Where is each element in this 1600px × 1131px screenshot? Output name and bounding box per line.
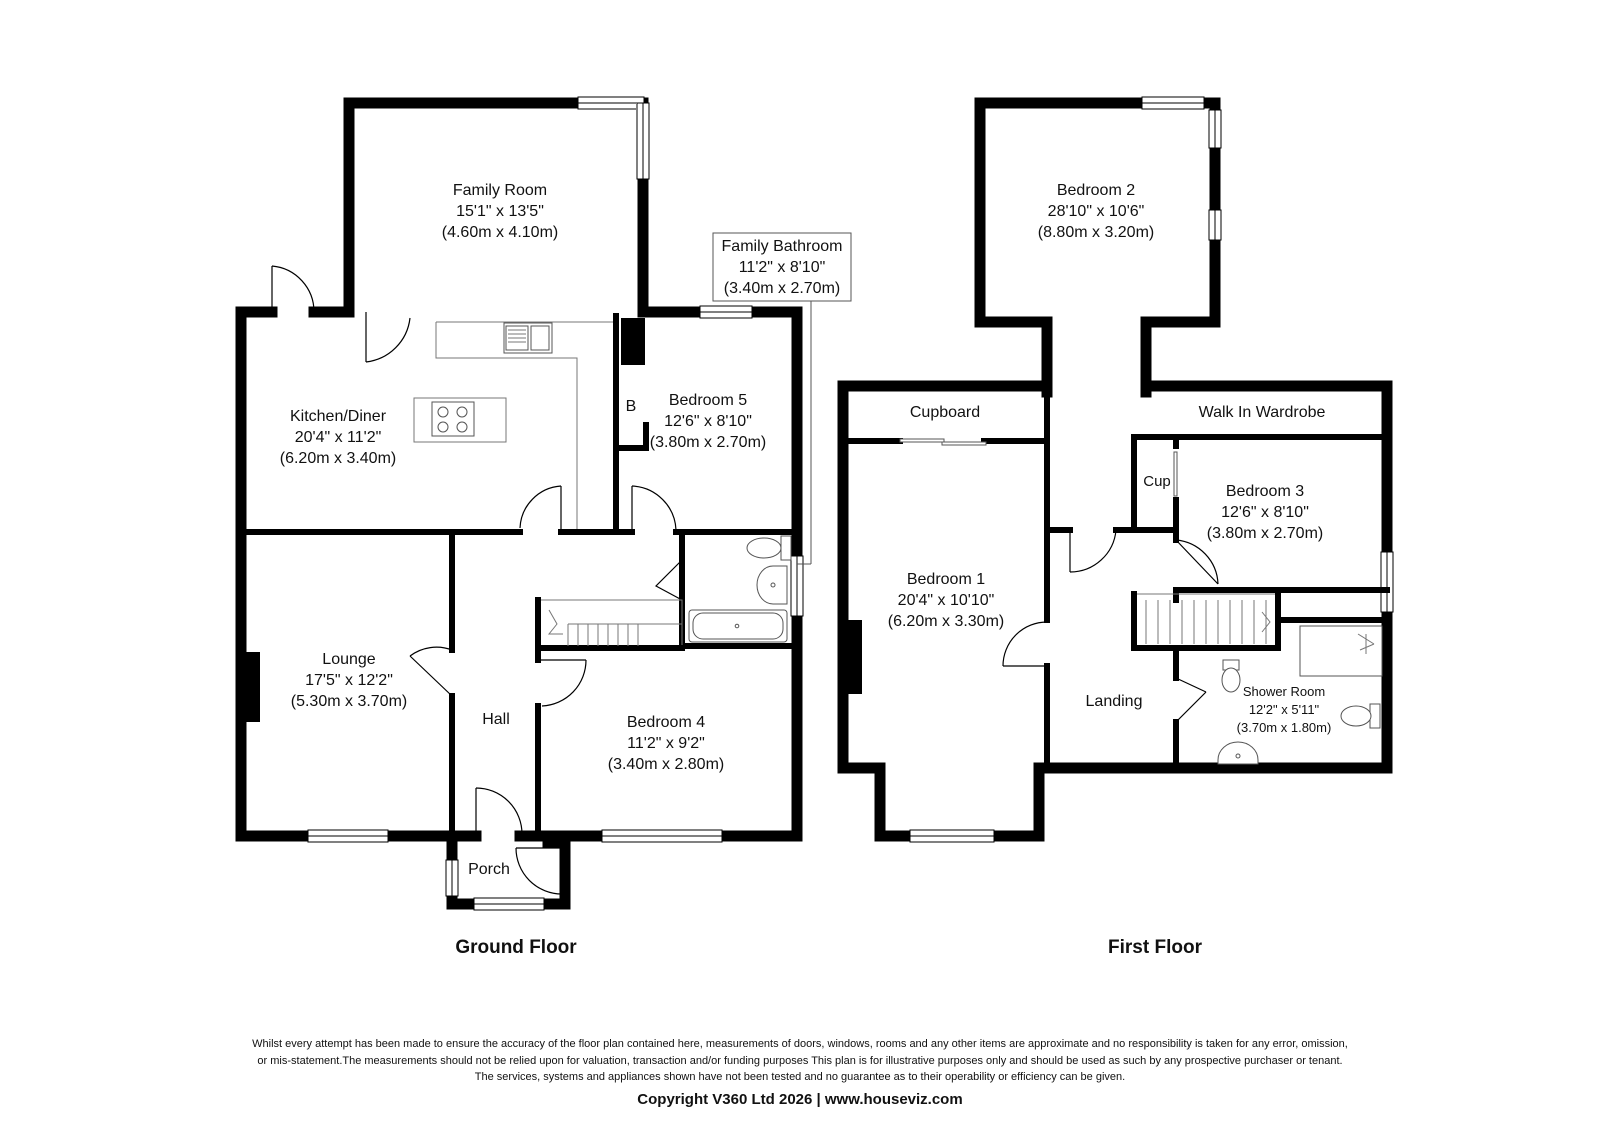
bedroom2-label: Bedroom 2 [1057, 182, 1135, 199]
kitchen-imperial: 20'4" x 11'2" [295, 429, 382, 446]
bedroom1-imperial: 20'4" x 10'10" [898, 592, 995, 609]
kitchen-sink-icon [503, 322, 553, 354]
family-room-label: Family Room [453, 182, 547, 199]
bedroom-2 [974, 96, 1222, 398]
porch [445, 787, 571, 911]
cup-label: Cup [1143, 473, 1171, 490]
bedroom2-imperial: 28'10" x 10'6" [1048, 203, 1145, 220]
hall-label: Hall [482, 711, 510, 728]
bedroom1-metric: (6.20m x 3.30m) [888, 613, 1004, 630]
lounge-metric: (5.30m x 3.70m) [291, 693, 407, 710]
ground-floor: Family Room 15'1" x 13'5" (4.60m x 4.10m… [235, 96, 852, 958]
family-bathroom-metric: (3.40m x 2.70m) [724, 280, 840, 297]
family-bathroom [655, 526, 804, 652]
bedroom2-metric: (8.80m x 3.20m) [1038, 224, 1154, 241]
shower-room-imperial: 12'2" x 5'11" [1249, 702, 1320, 717]
first-floor: Bedroom 2 28'10" x 10'6" (8.80m x 3.20m)… [837, 96, 1394, 958]
kitchen-counter [435, 322, 578, 530]
toilet-icon [1221, 659, 1241, 693]
toilet-icon [1340, 703, 1381, 729]
disclaimer: Whilst every attempt has been made to en… [0, 1036, 1600, 1086]
bedroom-3 [1131, 434, 1390, 603]
bedroom3-imperial: 12'6" x 8'10" [1221, 504, 1309, 521]
bedroom4-metric: (3.40m x 2.80m) [608, 756, 724, 773]
door [1175, 539, 1219, 585]
basin-icon [756, 565, 788, 605]
ground-floor-title: Ground Floor [455, 937, 577, 958]
first-floor-walls [837, 380, 1393, 842]
shower-room-metric: (3.70m x 1.80m) [1237, 720, 1332, 735]
family-room [343, 96, 650, 318]
lounge-label: Lounge [322, 651, 375, 668]
bedroom3-metric: (3.80m x 2.70m) [1207, 525, 1323, 542]
kitchen-diner [235, 265, 696, 538]
basin-icon [1217, 741, 1259, 765]
bedroom4-label: Bedroom 4 [627, 714, 705, 731]
family-room-metric: (4.60m x 4.10m) [442, 224, 558, 241]
porch-label: Porch [468, 861, 510, 878]
bedroom4-imperial: 11'2" x 9'2" [627, 735, 705, 752]
disclaimer-line: or mis-statement.The measurements should… [257, 1054, 1343, 1067]
bedroom5-imperial: 12'6" x 8'10" [664, 413, 752, 430]
bedroom-1 [840, 383, 1050, 771]
disclaimer-line: Whilst every attempt has been made to en… [252, 1038, 1348, 1050]
door [271, 265, 315, 313]
chimney-breast [246, 652, 260, 722]
bedroom-5 [613, 305, 803, 538]
bath-icon [688, 609, 788, 643]
door [519, 485, 562, 532]
bedroom1-label: Bedroom 1 [907, 571, 985, 588]
landing-label: Landing [1086, 693, 1143, 710]
staircase [1131, 591, 1281, 651]
bedroom5-label: Bedroom 5 [669, 392, 747, 409]
kitchen-label: Kitchen/Diner [290, 408, 387, 425]
toilet-icon [746, 535, 792, 561]
lounge-imperial: 17'5" x 12'2" [305, 672, 393, 689]
door [475, 787, 523, 836]
family-bathroom-imperial: 11'2" x 8'10" [739, 259, 826, 276]
door [631, 485, 677, 532]
kitchen-island-hob-icon [413, 397, 507, 443]
door [1175, 677, 1207, 723]
walk-in-wardrobe-label: Walk In Wardrobe [1199, 404, 1326, 421]
staircase [535, 597, 685, 651]
door [515, 847, 563, 895]
sliding-door [899, 438, 987, 446]
bedroom-4 [532, 640, 803, 843]
family-room-walls [343, 97, 649, 318]
first-floor-title: First Floor [1108, 937, 1203, 958]
door [1044, 527, 1137, 573]
door [409, 646, 453, 697]
chimney-breast [846, 620, 862, 694]
boiler-block [621, 318, 645, 365]
bedroom3-label: Bedroom 3 [1226, 483, 1304, 500]
copyright: Copyright V360 Ltd 2026 | www.houseviz.c… [637, 1091, 963, 1108]
kitchen-metric: (6.20m x 3.40m) [280, 450, 396, 467]
cupboard-label: Cupboard [910, 404, 980, 421]
family-bathroom-callout [712, 232, 852, 565]
disclaimer-line: The services, systems and appliances sho… [474, 1071, 1126, 1083]
door [655, 559, 683, 601]
bedroom2-walls [974, 97, 1221, 398]
door [365, 312, 411, 363]
lounge [235, 526, 458, 843]
family-bathroom-label: Family Bathroom [722, 238, 843, 255]
bedroom5-metric: (3.80m x 2.70m) [650, 434, 766, 451]
boiler-label: B [626, 398, 637, 415]
shower-room-label: Shower Room [1243, 684, 1325, 699]
family-room-imperial: 15'1" x 13'5" [456, 203, 544, 220]
door [1002, 621, 1048, 667]
door [538, 659, 587, 707]
shower-room [1173, 617, 1390, 771]
shower-tray-icon [1299, 625, 1383, 677]
kitchen-walls [235, 306, 278, 538]
